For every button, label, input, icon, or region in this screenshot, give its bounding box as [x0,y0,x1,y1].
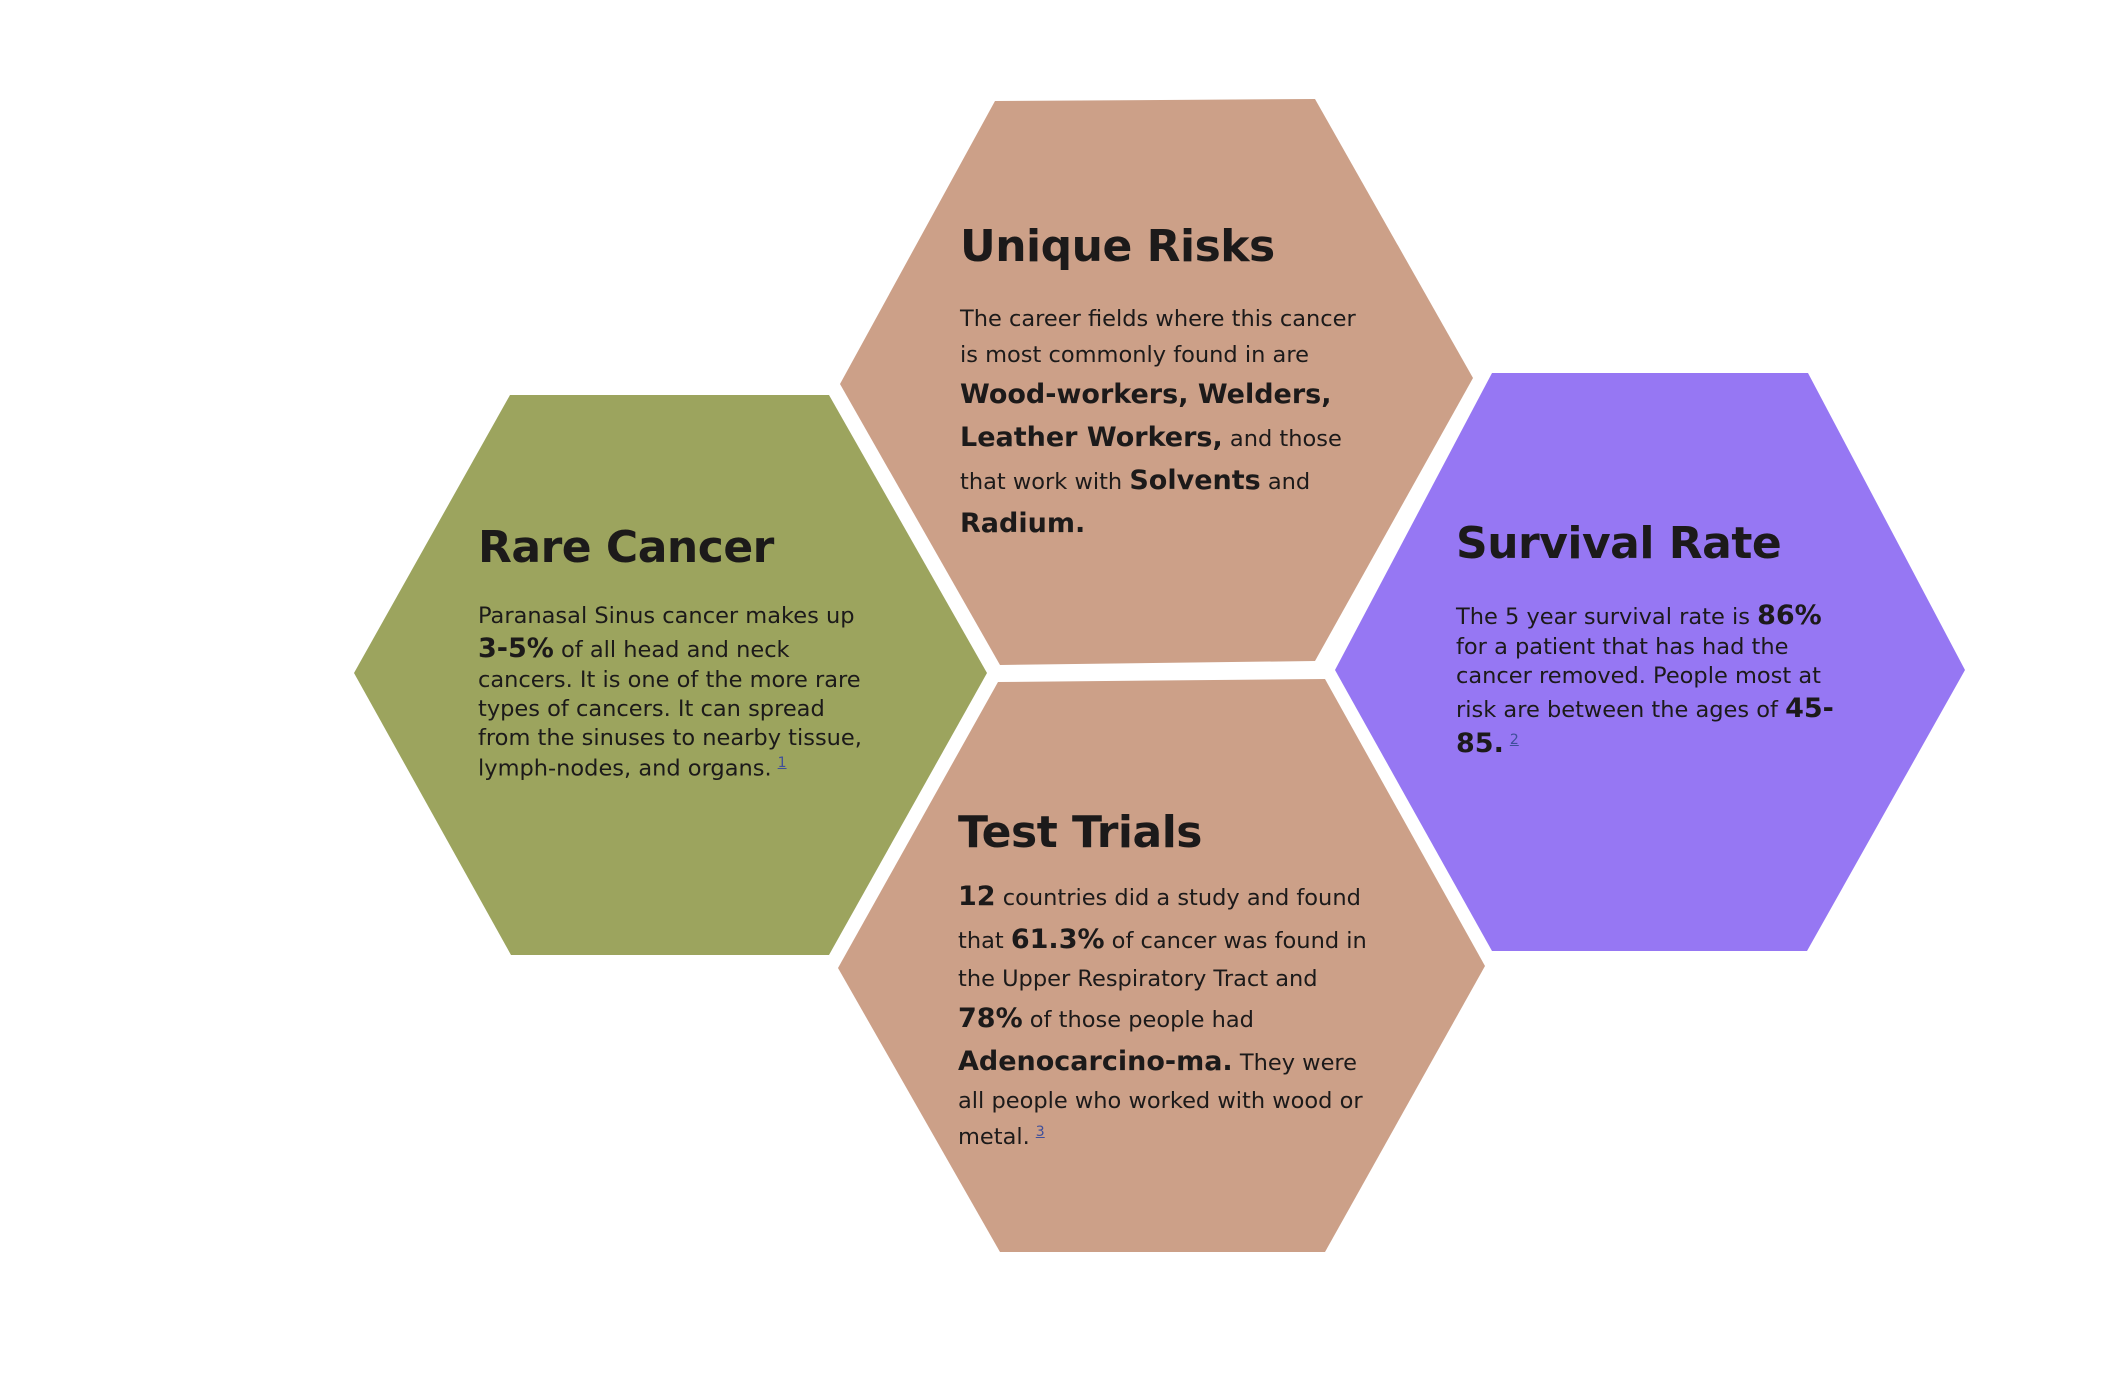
card-title: Test Trials [958,807,1202,858]
body-text: The career fields where this cancer is m… [960,305,1356,368]
footnote-link[interactable]: 3 [1035,1123,1045,1140]
card-body: Paranasal Sinus cancer makes up 3-5% of … [478,602,883,784]
highlight-text: Solvents [1129,464,1261,496]
hex-unique-risks [840,99,1473,665]
highlight-text: 61.3% [1010,923,1105,955]
card-unique-risks: Unique Risks The career fields where thi… [960,221,1375,546]
highlight-text: 45-85. [1456,693,1834,760]
card-survival-rate: Survival Rate The 5 year survival rate i… [1456,518,1856,762]
body-text: of cancer was found in the Upper Respira… [958,927,1367,992]
body-text: of all head and neck cancers. It is one … [478,636,862,782]
card-title: Rare Cancer [478,522,774,573]
card-title: Unique Risks [960,221,1275,272]
body-text: of those people had [1022,1006,1254,1033]
body-text: The 5 year survival rate is [1456,603,1758,630]
body-text: and [1260,468,1311,495]
highlight-text: Radium. [960,508,1086,540]
highlight-text: 12 [958,880,996,912]
highlight-text: 3-5% [478,632,554,664]
hex-survival-rate [1335,373,1965,951]
highlight-text: 78% [958,1002,1023,1034]
body-text: for a patient that has had the cancer re… [1456,633,1821,724]
body-text: countries did a study and found that [958,884,1361,954]
card-test-trials: Test Trials 12 countries did a study and… [958,807,1383,1156]
card-body: 12 countries did a study and found that … [958,875,1383,1156]
body-text: Paranasal Sinus cancer makes up [478,602,855,629]
card-title: Survival Rate [1456,518,1782,569]
card-rare-cancer: Rare Cancer Paranasal Sinus cancer makes… [478,522,883,784]
hex-rare-cancer [354,395,987,955]
highlight-text: Adenocarcino-ma. [958,1046,1233,1078]
card-body: The career fields where this cancer is m… [960,301,1375,546]
footnote-link[interactable]: 1 [777,754,787,771]
highlight-text: Wood-workers, Welders, Leather Workers, [960,378,1332,453]
card-body: The 5 year survival rate is 86% for a pa… [1456,598,1856,762]
highlight-text: 86% [1757,599,1822,631]
body-text: and those that work with [960,425,1342,495]
body-text: They were all people who worked with woo… [958,1050,1363,1151]
hex-test-trials [838,679,1485,1252]
footnote-link[interactable]: 2 [1509,731,1519,748]
